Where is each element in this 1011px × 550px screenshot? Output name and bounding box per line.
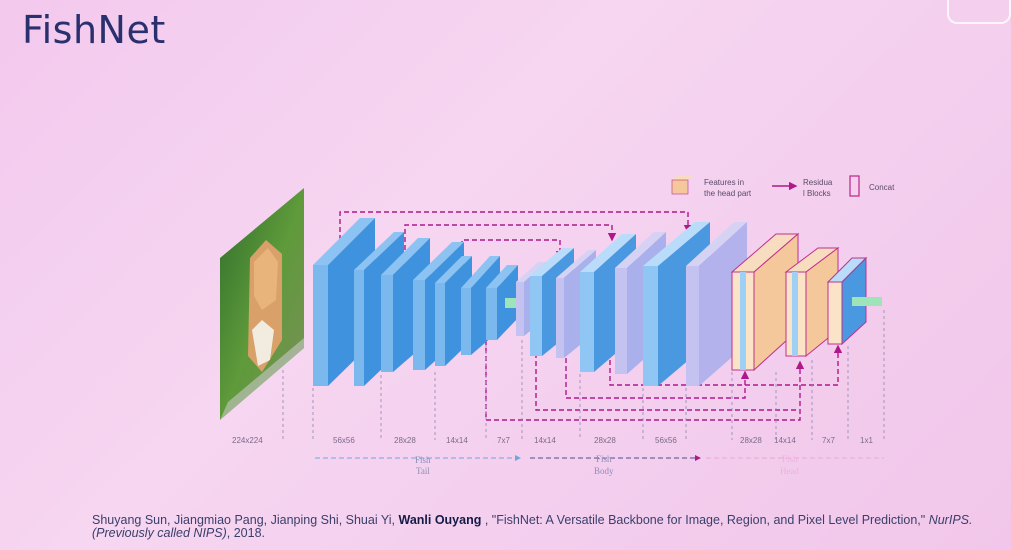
fish-body-label: Fish [596, 454, 612, 464]
res-label: 28x28 [394, 436, 416, 445]
res-label: 224x224 [232, 436, 263, 445]
citation-highlight-author: Wanli Ouyang [398, 513, 482, 527]
res-label: 7x7 [497, 436, 510, 445]
stage-spans: Fish Tail Fish Body Fish Head [315, 454, 884, 476]
body-block-7 [686, 222, 747, 386]
legend: Features in the head part Residua l Bloc… [671, 175, 895, 198]
legend-residual-label: Residua [803, 178, 833, 187]
res-label: 1x1 [860, 436, 873, 445]
legend-features-label: Features in [704, 178, 744, 187]
fish-tail-label: Fish [415, 455, 431, 465]
resolution-labels: 224x224 56x56 28x28 14x14 7x7 14x14 28x2… [232, 436, 873, 445]
fish-head-blocks [730, 232, 882, 372]
fish-head-label: Head [780, 466, 799, 476]
corner-logo [947, 0, 1011, 24]
res-label: 56x56 [333, 436, 355, 445]
citation-year: , 2018. [226, 526, 265, 540]
legend-features-label: the head part [704, 189, 752, 198]
citation: Shuyang Sun, Jiangmiao Pang, Jianping Sh… [92, 514, 1002, 540]
legend-concat-icon [849, 175, 860, 197]
legend-features-icon [671, 175, 694, 195]
fish-body-blocks [516, 222, 747, 386]
res-label: 28x28 [594, 436, 616, 445]
fish-body-label: Body [594, 466, 614, 476]
res-label: 14x14 [774, 436, 796, 445]
res-label: 14x14 [446, 436, 468, 445]
slide-title: FishNet [22, 8, 166, 52]
skip-connections [339, 211, 843, 421]
citation-title: , "FishNet: A Versatile Backbone for Ima… [484, 513, 926, 527]
head-output [852, 297, 882, 306]
res-label: 28x28 [740, 436, 762, 445]
guide-lines [282, 310, 885, 440]
fish-tail-label: Tail [416, 466, 430, 476]
legend-residual-label: l Blocks [803, 189, 831, 198]
citation-authors: Shuyang Sun, Jiangmiao Pang, Jianping Sh… [92, 513, 395, 527]
input-cat-image [220, 188, 304, 420]
res-label: 56x56 [655, 436, 677, 445]
fish-tail-blocks [313, 218, 518, 386]
fish-head-label: Fish [782, 454, 798, 464]
legend-concat-label: Concat [869, 183, 895, 192]
citation-venue: NurIPS. (Previously called NIPS) [92, 513, 973, 540]
res-label: 14x14 [534, 436, 556, 445]
res-label: 7x7 [822, 436, 835, 445]
tail-bottleneck [505, 298, 517, 308]
